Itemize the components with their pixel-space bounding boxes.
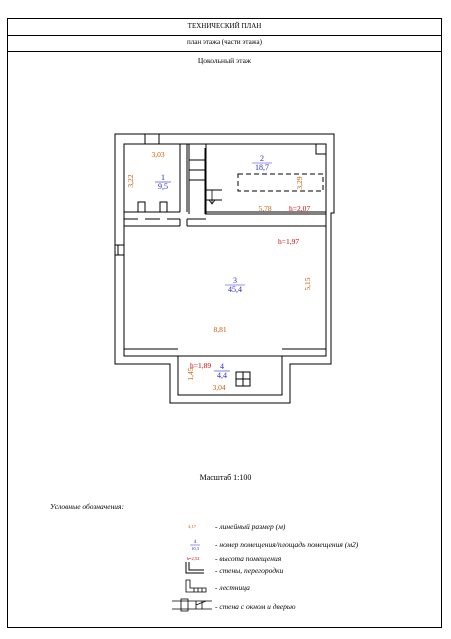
height-r4: h=1,89 [190,361,211,370]
legend-height-label: - высота помещения [215,554,282,563]
dim-r4-width: 3,04 [212,383,225,392]
room-4-area: 4,4 [217,371,227,380]
room-2-area: 18,7 [255,163,269,172]
floor-name: Цокольный этаж [197,56,252,65]
plan-frame: ТЕХНИЧЕСКИЙ ПЛАН план этажа (части этажа… [7,18,442,628]
dim-r1-width: 3,03 [151,150,164,159]
room-3-number: 3 [233,276,237,285]
dim-r3-width: 8,81 [213,325,226,334]
legend-room-number-sample: 4 [194,540,197,545]
legend-room-area-sample: 10,3 [191,546,200,552]
legend-window-door-icon [172,598,212,612]
legend-walls-label: - стены, перегородки [215,566,284,575]
legend-stairs-label: - лестница [215,583,250,592]
scale-label: Масштаб 1:100 [199,473,252,482]
dimension-labels: 3,03 3,22 5,78 3,29 8,81 5,15 3,04 1,45 [126,150,312,392]
room-4-number: 4 [220,362,224,371]
column-r2 [315,143,327,155]
wall-r2-bottom [205,211,326,215]
window-left [115,244,124,256]
document-subtitle: план этажа (части этажа) [8,35,441,52]
dim-r2-height: 3,29 [295,176,304,189]
dashed-pit [237,173,324,192]
legend-title: Условные обозначения: [50,502,125,511]
pier-1 [137,201,146,213]
dim-r3-height: 5,15 [303,277,312,290]
room-1-number: 1 [161,173,165,182]
legend-wall-icon [185,562,204,574]
room-labels: 1 9,5 2 18,7 3 45,4 4 4,4 [155,154,272,380]
stair-block [188,144,207,214]
window-top [144,133,160,145]
height-r2: h=2,07 [289,204,310,213]
dim-r1-height: 3,22 [126,174,135,187]
stair-steps [189,159,222,201]
dim-r2-width: 5,78 [258,204,271,213]
room-1-area: 9,5 [158,182,168,191]
height-labels: h=2,07 h=1,97 h=1,89 [190,204,310,370]
legend-room-label: - номер помещения/площадь помещения (м2) [215,540,359,549]
legend-height-sample: h=2,52 [187,556,200,562]
legend-linear-label: - линейный размер (м) [215,522,286,531]
document-title: ТЕХНИЧЕСКИЙ ПЛАН [8,19,441,36]
dim-r4-height: 1,45 [186,367,195,380]
partition-r1-r2 [179,144,188,212]
room-3-area: 45,4 [228,285,242,294]
stair-arrow [208,190,216,205]
legend-window-door-label: - стена с окном и дверью [215,602,296,611]
outer-wall-outline [114,133,335,404]
pier-2 [159,201,168,213]
legend-symbols: 4,17 4 10,3 h=2,52 [172,524,212,612]
room-2-number: 2 [260,154,264,163]
legend-linear-sample: 4,17 [188,524,197,530]
wall-r3-door-left [179,219,188,226]
legend-stairs-icon [185,579,207,593]
inner-wall-outline [123,143,327,396]
height-r3: h=1,97 [278,237,299,246]
walls [114,133,335,404]
stair-r4-steps [236,372,250,386]
